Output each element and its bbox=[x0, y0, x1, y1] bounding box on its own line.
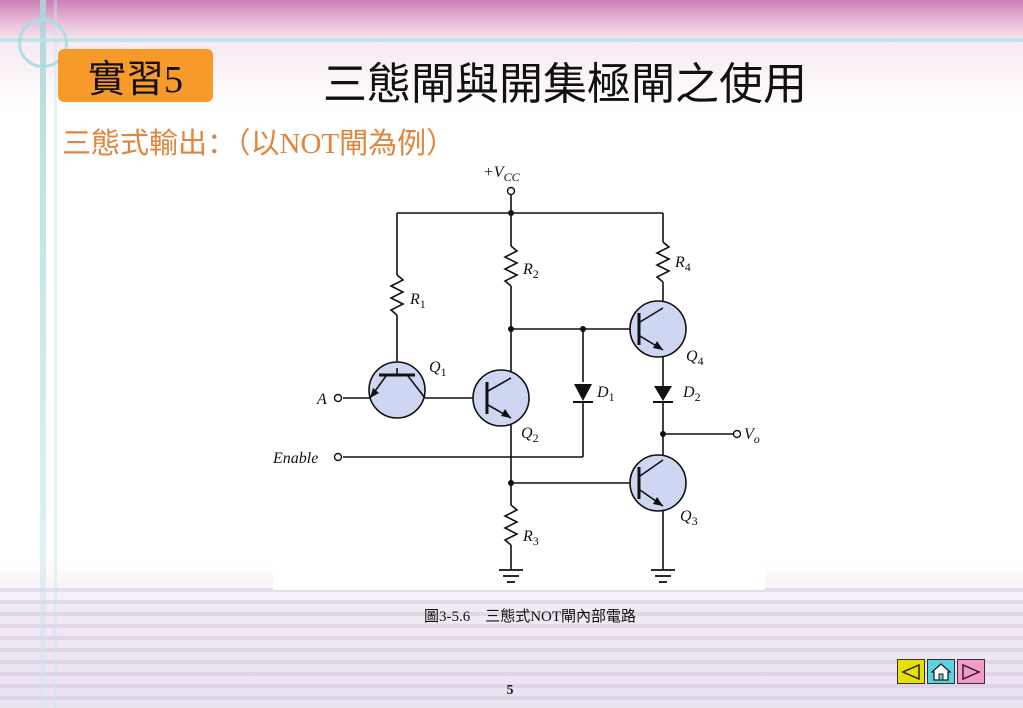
q1-label: Q1 bbox=[429, 359, 447, 379]
vcc-label: +VCC bbox=[483, 164, 521, 184]
terminals bbox=[333, 186, 742, 462]
circuit-diagram: +VCC R1 R2 R3 R4 Q1 Q2 Q3 Q4 D1 D2 A Ena… bbox=[273, 164, 760, 583]
decorative-line bbox=[0, 38, 1023, 42]
slide-navigation bbox=[897, 659, 985, 684]
triangle-right-icon bbox=[962, 663, 981, 680]
prev-slide-button[interactable] bbox=[897, 659, 925, 684]
r4-label: R4 bbox=[674, 254, 691, 274]
background-stripes bbox=[0, 588, 1023, 708]
figure-caption: 圖3-5.6 三態式NOT閘內部電路 bbox=[423, 609, 637, 625]
transistor-q3 bbox=[629, 454, 687, 512]
decorative-line bbox=[54, 0, 57, 708]
lab-badge: 實習5 bbox=[58, 49, 213, 102]
slide-subtitle: 三態式輸出：（以NOT閘為例） bbox=[62, 128, 456, 160]
transistor-q4 bbox=[629, 300, 687, 358]
home-button[interactable] bbox=[927, 659, 955, 684]
d1-label: D1 bbox=[596, 384, 615, 404]
diode-d1 bbox=[573, 384, 593, 403]
r2-label: R2 bbox=[522, 261, 539, 281]
ground-symbol bbox=[651, 569, 675, 583]
transistor-q2 bbox=[472, 369, 530, 427]
q4-label: Q4 bbox=[686, 348, 704, 368]
ground-symbol bbox=[499, 569, 523, 583]
slide-title: 三態閘與開集極閘之使用 bbox=[323, 60, 807, 109]
next-slide-button[interactable] bbox=[957, 659, 985, 684]
q2-label: Q2 bbox=[521, 425, 539, 445]
enable-label: Enable bbox=[273, 450, 318, 467]
page-number: 5 bbox=[506, 683, 514, 698]
d2-label: D2 bbox=[682, 384, 701, 404]
circuit-figure: +VCC R1 R2 R3 R4 Q1 Q2 Q3 Q4 D1 D2 A Ena… bbox=[273, 160, 765, 590]
junction-dots bbox=[508, 210, 666, 486]
home-icon bbox=[931, 662, 951, 681]
vo-label: Vo bbox=[744, 426, 760, 446]
input-a-label: A bbox=[316, 391, 327, 408]
q3-label: Q3 bbox=[680, 508, 698, 528]
transistor-q1 bbox=[368, 361, 426, 419]
decorative-ring bbox=[18, 18, 68, 68]
r3-label: R3 bbox=[522, 528, 539, 548]
decorative-line bbox=[40, 0, 46, 708]
triangle-left-icon bbox=[901, 663, 920, 680]
diode-d2 bbox=[653, 386, 673, 403]
r1-label: R1 bbox=[409, 291, 426, 311]
